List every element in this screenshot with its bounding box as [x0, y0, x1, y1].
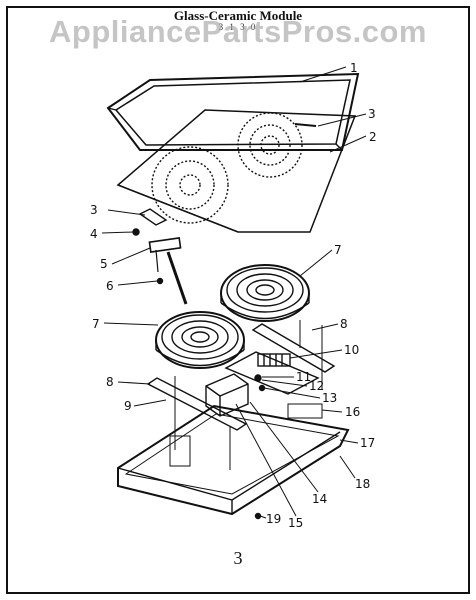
part-bracket-rear [251, 323, 336, 373]
callout-19: 19 [266, 512, 281, 526]
watermark: AppliancePartsPros.com [49, 14, 427, 49]
part-screw-4 [132, 228, 140, 236]
callout-17: 17 [360, 436, 375, 450]
callout-14: 14 [312, 492, 327, 506]
part-glass-top [116, 109, 357, 233]
part-frame-outline [106, 72, 360, 151]
callout-7-front: 7 [92, 317, 100, 331]
part-base-pan [117, 403, 350, 516]
part-burner-element-rear [220, 264, 310, 322]
diagram-title: Glass-Ceramic Module [173, 8, 303, 23]
callout-1: 1 [350, 61, 358, 75]
callout-16: 16 [345, 405, 360, 419]
diagram-frame [6, 6, 470, 594]
diagram-subtitle: 3 1 3 0 [218, 22, 258, 32]
callout-3-strip: 3 [90, 203, 98, 217]
callout-3-top: 3 [368, 107, 376, 121]
callout-8-front: 8 [106, 375, 114, 389]
part-relay-box [205, 373, 249, 417]
callout-12: 12 [309, 379, 324, 393]
callout-10: 10 [344, 343, 359, 357]
part-terminal-block [224, 351, 320, 395]
part-limit-switch [148, 237, 188, 305]
callout-labels: 1 2 3 3 4 5 6 7 7 8 8 9 10 11 12 13 14 1… [90, 61, 377, 530]
callout-15: 15 [288, 516, 303, 530]
callout-4: 4 [90, 227, 98, 241]
part-bracket-front [146, 377, 248, 431]
callout-7-rear: 7 [334, 243, 342, 257]
callout-11: 11 [296, 370, 311, 384]
part-burner-element-front [155, 311, 245, 369]
part-strip-3 [138, 208, 168, 226]
page-number: 3 [233, 548, 243, 568]
callout-13: 13 [322, 391, 337, 405]
callout-8-rear: 8 [340, 317, 348, 331]
callout-5: 5 [100, 257, 108, 271]
callout-2: 2 [369, 130, 377, 144]
callout-6: 6 [106, 279, 114, 293]
callout-9: 9 [124, 399, 132, 413]
callout-18: 18 [355, 477, 370, 491]
